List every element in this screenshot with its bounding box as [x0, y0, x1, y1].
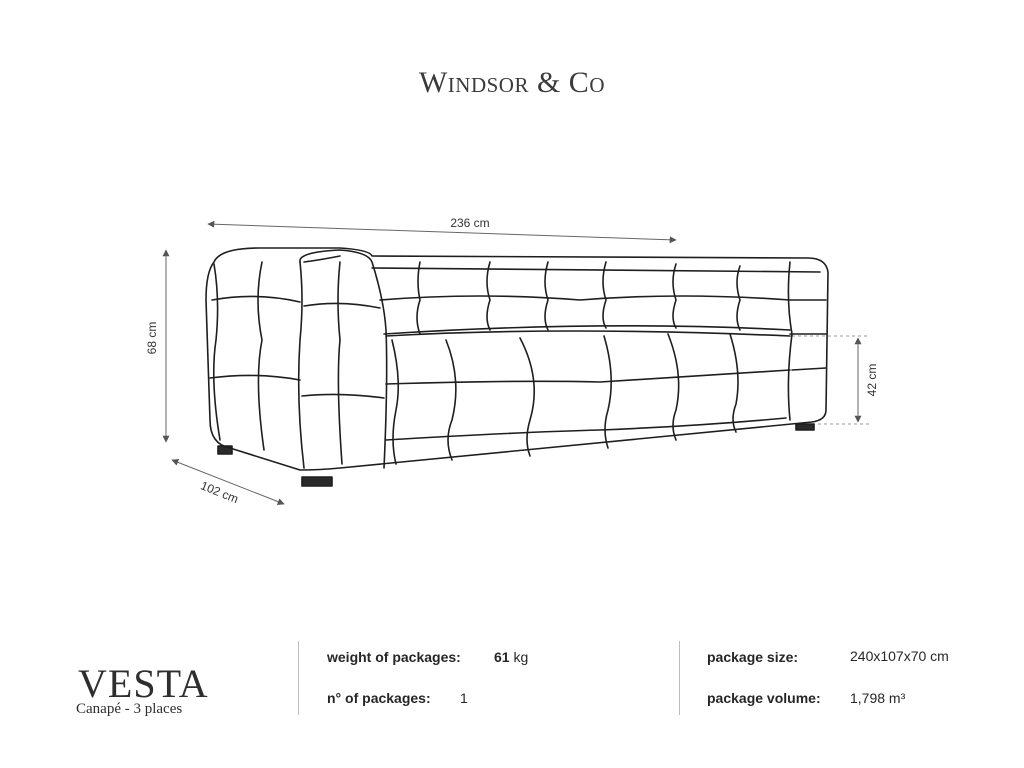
height-label: 68 cm — [145, 322, 159, 355]
spec-divider-left — [298, 641, 299, 715]
package-volume-label: package volume: — [707, 690, 821, 706]
depth-label: 102 cm — [199, 478, 241, 506]
weight-value-group: 61 kg — [494, 649, 528, 665]
sofa-leg — [301, 476, 333, 487]
width-dimension-line — [207, 220, 677, 244]
sofa-outline — [205, 247, 829, 487]
package-size-label: package size: — [707, 649, 799, 665]
weight-value: 61 — [494, 649, 510, 665]
sofa-body — [205, 247, 829, 471]
weight-unit: kg — [513, 649, 529, 665]
brand-logo: Windsor & Co — [418, 66, 605, 99]
width-label: 236 cm — [450, 216, 489, 230]
package-size-value: 240x107x70 cm — [850, 648, 949, 664]
packages-count-value: 1 — [460, 690, 468, 706]
weight-label: weight of packages: — [327, 649, 461, 665]
sofa-leg — [795, 423, 815, 431]
packages-count-label: n° of packages: — [327, 690, 431, 706]
package-volume-value: 1,798 m³ — [850, 690, 906, 706]
spec-divider-right — [679, 641, 680, 715]
depth-dimension-line — [171, 459, 285, 505]
seat-height-label: 42 cm — [865, 364, 879, 397]
product-subtitle: Canapé - 3 places — [76, 701, 183, 717]
sofa-technical-drawing: 236 cm 68 cm 102 cm 42 cm — [145, 216, 879, 506]
product-name: VESTA — [78, 661, 209, 706]
dimension-lines — [162, 220, 870, 505]
